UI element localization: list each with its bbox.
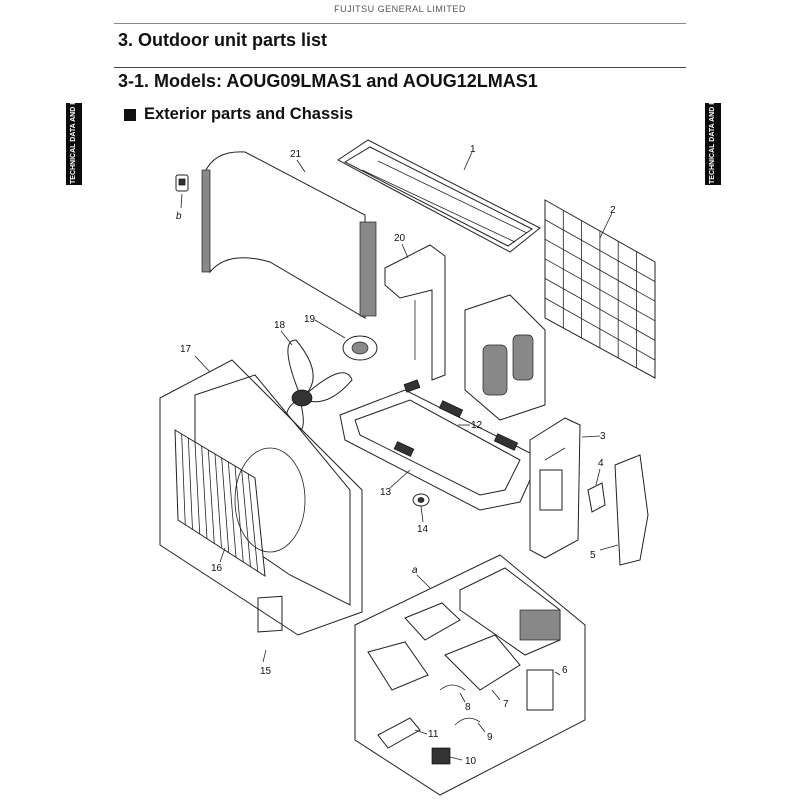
subsection-title: 3-1. Models: AOUG09LMAS1 and AOUG12LMAS1 bbox=[118, 71, 538, 91]
callout-6: 6 bbox=[562, 665, 568, 676]
callout-letter-a: a bbox=[412, 565, 418, 576]
callout-10: 10 bbox=[465, 756, 477, 767]
part-front-panel bbox=[174, 374, 351, 606]
part-label-sheet bbox=[257, 595, 283, 633]
side-tab-left: TECHNICAL DATA AND PARTS LIST bbox=[66, 64, 82, 185]
group-title: Exterior parts and Chassis bbox=[124, 105, 353, 124]
part-compressor-assembly bbox=[464, 294, 546, 421]
electrical-parts-group bbox=[367, 567, 561, 765]
square-bullet-icon bbox=[124, 108, 136, 121]
callout-3: 3 bbox=[600, 431, 606, 442]
leader-lines bbox=[180, 151, 619, 761]
part-small-bracket bbox=[587, 482, 606, 513]
callout-14: 14 bbox=[417, 524, 429, 535]
callout-21: 21 bbox=[290, 149, 302, 160]
callout-11: 11 bbox=[428, 729, 439, 740]
callout-12: 12 bbox=[471, 420, 483, 431]
callout-17: 17 bbox=[180, 344, 192, 355]
part-b bbox=[175, 174, 189, 192]
callout-19: 19 bbox=[304, 314, 316, 325]
callout-8: 8 bbox=[465, 702, 471, 713]
top-rule bbox=[114, 23, 686, 24]
part-propeller-fan bbox=[285, 339, 353, 433]
callout-9: 9 bbox=[487, 732, 493, 743]
callout-20: 20 bbox=[394, 233, 406, 244]
callout-2: 2 bbox=[610, 205, 616, 216]
front-panel-group-frame bbox=[159, 359, 363, 636]
part-drain-cap bbox=[412, 493, 430, 507]
side-tab-right: TECHNICAL DATA AND PARTS LIST bbox=[705, 64, 721, 185]
part-motor-bracket bbox=[384, 244, 446, 381]
electrical-group-frame bbox=[354, 554, 586, 796]
part-base-chassis bbox=[339, 379, 541, 511]
callout-letter-b: b bbox=[176, 211, 182, 222]
part-condenser bbox=[201, 151, 377, 319]
part-rear-guard bbox=[544, 199, 656, 379]
callout-5: 5 bbox=[590, 550, 596, 561]
part-fan-motor bbox=[342, 335, 378, 361]
part-side-panel bbox=[529, 417, 581, 559]
section-title: 3. Outdoor unit parts list bbox=[118, 30, 328, 50]
callout-18: 18 bbox=[274, 320, 286, 331]
part-top-panel bbox=[337, 139, 541, 253]
callout-15: 15 bbox=[260, 666, 272, 677]
group-title-text: Exterior parts and Chassis bbox=[144, 105, 354, 123]
callout-13: 13 bbox=[380, 487, 392, 498]
callout-1: 1 bbox=[470, 144, 476, 155]
callout-numbers: 1 2 3 4 5 6 7 8 9 10 11 12 13 14 15 16 1… bbox=[176, 144, 616, 767]
company-brand: FUJITSU GENERAL LIMITED bbox=[334, 4, 466, 14]
callout-16: 16 bbox=[211, 563, 223, 574]
callout-7: 7 bbox=[503, 699, 509, 710]
callout-4: 4 bbox=[598, 458, 604, 469]
part-valve-cover bbox=[614, 454, 649, 566]
section-rule bbox=[114, 67, 686, 68]
